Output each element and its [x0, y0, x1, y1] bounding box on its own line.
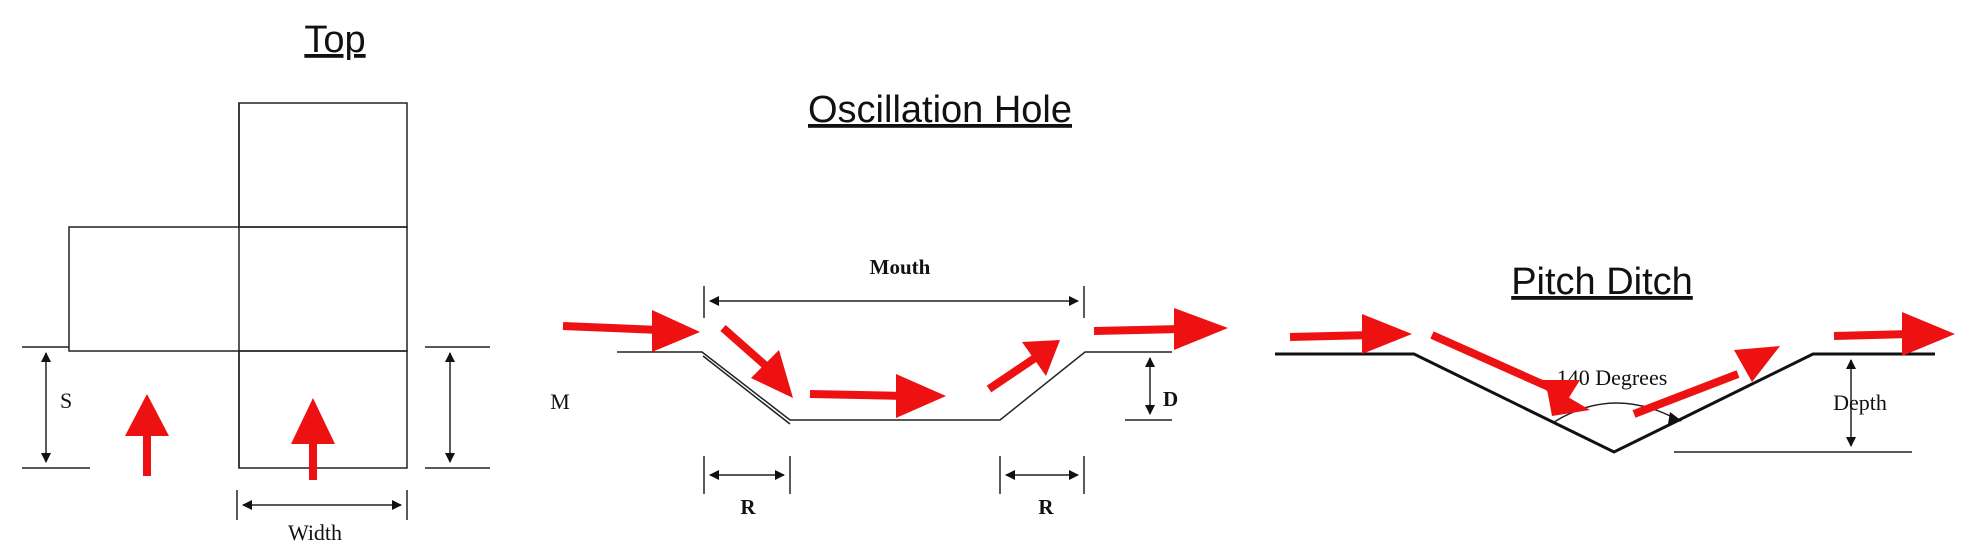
top-view: Top S Width — [22, 19, 490, 545]
top-rect-middle — [68, 226, 408, 352]
label-r-right: R — [1038, 495, 1054, 519]
pitch-profile — [1275, 352, 1935, 454]
flow-arrow-osc-1 — [562, 310, 700, 352]
flow-arrow-pitch-1 — [1289, 314, 1412, 354]
flow-arrow-pitch-2 — [1430, 331, 1590, 416]
label-s: S — [60, 388, 72, 413]
flow-arrow-osc-3 — [809, 374, 946, 418]
flow-arrow-osc-4 — [986, 340, 1060, 393]
top-rect-lower — [238, 350, 408, 469]
label-r-left: R — [740, 495, 756, 519]
label-width: Width — [288, 520, 342, 545]
oscillation-hole-view: Oscillation Hole Mouth M D R R — [550, 89, 1228, 519]
flow-arrow-pitch-4 — [1833, 312, 1955, 356]
label-depth: Depth — [1833, 390, 1887, 415]
top-rect-upper — [238, 102, 408, 228]
title-top: Top — [304, 19, 365, 61]
label-d: D — [1163, 387, 1178, 411]
flow-arrow-osc-2 — [720, 325, 793, 398]
angle-arc — [1553, 402, 1679, 423]
pitch-ditch-view: Pitch Ditch Depth 140 Degrees — [1275, 261, 1955, 454]
flow-arrow-osc-5 — [1093, 308, 1228, 350]
flow-arrow-pitch-3 — [1632, 346, 1780, 418]
label-m: M — [550, 389, 570, 414]
oscillation-profile — [617, 351, 1172, 421]
flow-arrow-up-right — [291, 398, 335, 480]
title-oscillation-hole: Oscillation Hole — [808, 89, 1072, 131]
title-pitch-ditch: Pitch Ditch — [1511, 261, 1693, 303]
flow-arrow-up-left — [125, 394, 169, 476]
label-mouth: Mouth — [870, 255, 931, 279]
